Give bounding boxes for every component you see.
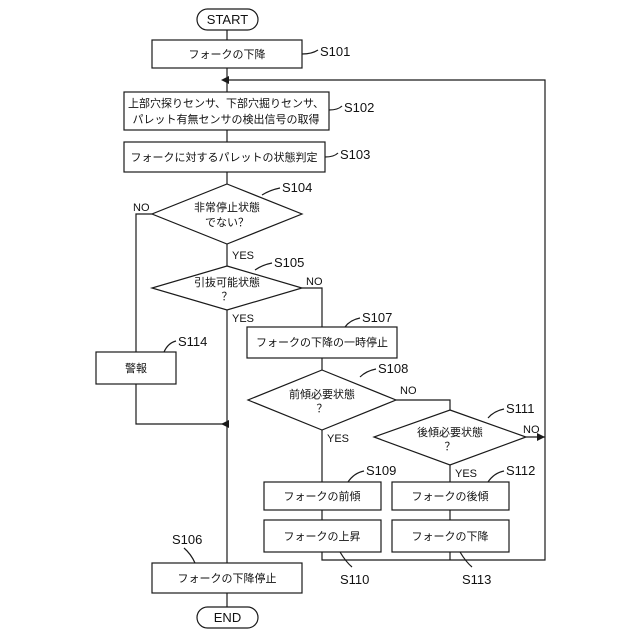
s106-text: フォークの下降停止 [178, 571, 277, 585]
s108-label: S108 [378, 361, 408, 376]
start-label: START [207, 12, 248, 27]
s109-text: フォークの前傾 [284, 489, 361, 503]
s111-yes-label: YES [455, 468, 477, 480]
step-s103: フォークに対するパレットの状態判定 S103 [124, 142, 370, 172]
s105-text-line2: ？ [222, 290, 233, 303]
s105-no-label: NO [306, 276, 323, 288]
step-s102: 上部穴探りセンサ、下部穴掘りセンサ、 パレット有無センサの検出信号の取得 S10… [124, 92, 374, 130]
s112-label: S112 [506, 463, 535, 478]
edge-s105-s107-no [302, 288, 322, 327]
s107-label: S107 [362, 310, 392, 325]
arrow-return [221, 76, 229, 84]
leader-s111 [488, 409, 504, 418]
leader-s103 [325, 153, 338, 157]
arrowheads [221, 76, 545, 441]
s111-label: S111 [506, 401, 534, 416]
s111-no-label: NO [523, 424, 540, 436]
end-label: END [214, 610, 241, 625]
leader-s104 [262, 188, 280, 195]
leader-s114 [164, 341, 176, 352]
leader-s109 [348, 471, 364, 482]
s105-yes-label: YES [232, 313, 254, 325]
arrow-merge [221, 420, 229, 428]
s104-label: S104 [282, 180, 312, 195]
edge-s114-merge [136, 384, 227, 424]
s111-text-line2: ？ [445, 440, 456, 453]
s103-text: フォークに対するパレットの状態判定 [131, 150, 318, 164]
s102-text-line2: パレット有無センサの検出信号の取得 [133, 112, 320, 126]
leader-s112 [488, 471, 504, 482]
start-terminal: START [197, 9, 258, 30]
s101-label: S101 [320, 44, 350, 59]
step-s114: 警報 S114 [96, 334, 207, 384]
leader-s105 [255, 263, 272, 270]
leader-s106 [184, 548, 195, 563]
s102-label: S102 [344, 100, 374, 115]
leader-s102 [329, 106, 342, 110]
s110-text: フォークの上昇 [284, 530, 361, 543]
s104-yes-label: YES [232, 250, 254, 262]
s114-label: S114 [178, 334, 207, 349]
s107-text: フォークの下降の一時停止 [256, 335, 388, 349]
s104-text-line1: 非常停止状態 [194, 200, 260, 214]
leader-s107 [345, 318, 360, 327]
s110-label: S110 [340, 572, 369, 587]
s101-text: フォークの下降 [189, 47, 266, 61]
step-s109: フォークの前傾 S109 [264, 463, 396, 510]
s114-text: 警報 [125, 361, 147, 375]
s111-text-line1: 後傾必要状態 [417, 425, 483, 439]
s108-text-line2: ？ [317, 402, 328, 415]
s108-text-line1: 前傾必要状態 [289, 387, 355, 401]
edge-s104-s114-no [136, 214, 152, 352]
s104-no-label: NO [133, 202, 150, 214]
step-s101: フォークの下降 S101 [152, 40, 350, 68]
s112-text: フォークの後傾 [412, 489, 489, 503]
s102-text-line1: 上部穴探りセンサ、下部穴掘りセンサ、 [128, 96, 324, 110]
s105-text-line1: 引抜可能状態 [194, 275, 260, 289]
s108-no-label: NO [400, 385, 417, 397]
leader-s101 [302, 50, 318, 54]
end-terminal: END [197, 607, 258, 628]
decision-s104: 非常停止状態 でない？ S104 YES NO [133, 180, 312, 262]
leader-s108 [360, 369, 376, 377]
s113-text: フォークの下降 [412, 529, 489, 543]
s104-text-line2: でない？ [205, 216, 249, 229]
s105-label: S105 [274, 255, 304, 270]
s108-yes-label: YES [327, 433, 349, 445]
decision-s105: 引抜可能状態 ？ S105 YES NO [152, 255, 323, 325]
s113-label: S113 [462, 572, 491, 587]
s103-label: S103 [340, 147, 370, 162]
s106-label: S106 [172, 532, 202, 547]
edge-s108-s111-no [396, 400, 450, 410]
s109-label: S109 [366, 463, 396, 478]
